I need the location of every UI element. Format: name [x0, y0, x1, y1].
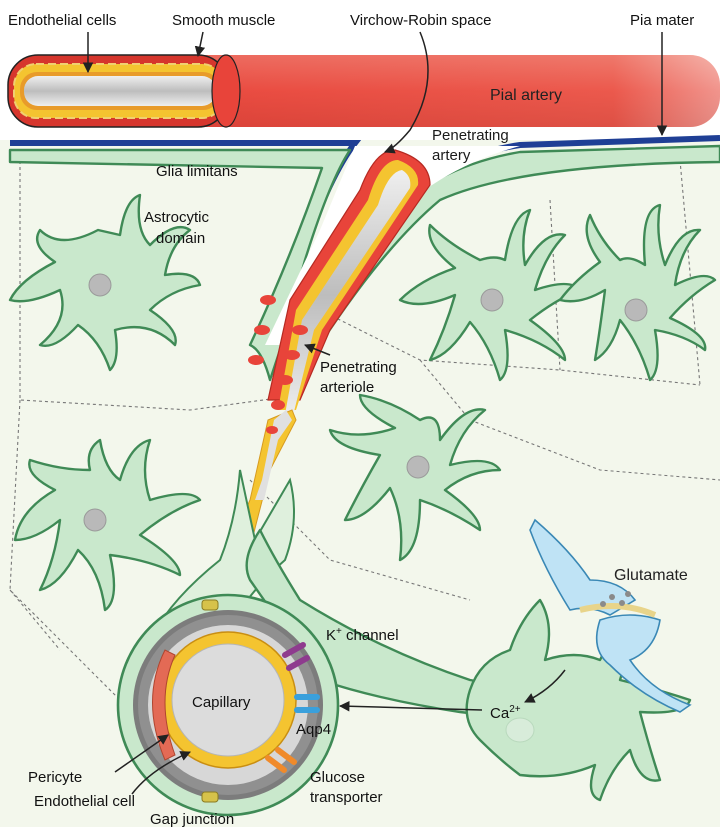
label-pia-mater: Pia mater [630, 12, 694, 29]
label-aqp4: Aqp4 [296, 721, 331, 738]
label-capillary: Capillary [192, 694, 251, 711]
label-glucose-transporter-line2: transporter [310, 789, 383, 806]
label-penetrating-arteriole-line2: arteriole [320, 379, 374, 396]
label-smooth-muscle: Smooth muscle [172, 12, 275, 29]
pial-artery [8, 55, 720, 127]
label-penetrating-artery-line1: Penetrating [432, 127, 509, 144]
label-glucose-transporter-line1: Glucose [310, 769, 365, 786]
label-astrocytic-domain-line1: Astrocytic [144, 209, 210, 226]
label-gap-junction: Gap junction [150, 811, 234, 827]
label-glia-limitans: Glia limitans [156, 163, 238, 180]
label-glutamate: Glutamate [614, 567, 688, 584]
label-virchow-robin: Virchow-Robin space [350, 12, 491, 29]
label-penetrating-arteriole-line1: Penetrating [320, 359, 397, 376]
label-penetrating-artery-line2: artery [432, 147, 471, 164]
label-endothelial-cell: Endothelial cell [34, 793, 135, 810]
label-pericyte: Pericyte [28, 769, 82, 786]
label-endothelial-cells: Endothelial cells [8, 12, 116, 29]
label-astrocytic-domain-line2: domain [156, 230, 205, 247]
label-pial-artery: Pial artery [490, 87, 562, 104]
